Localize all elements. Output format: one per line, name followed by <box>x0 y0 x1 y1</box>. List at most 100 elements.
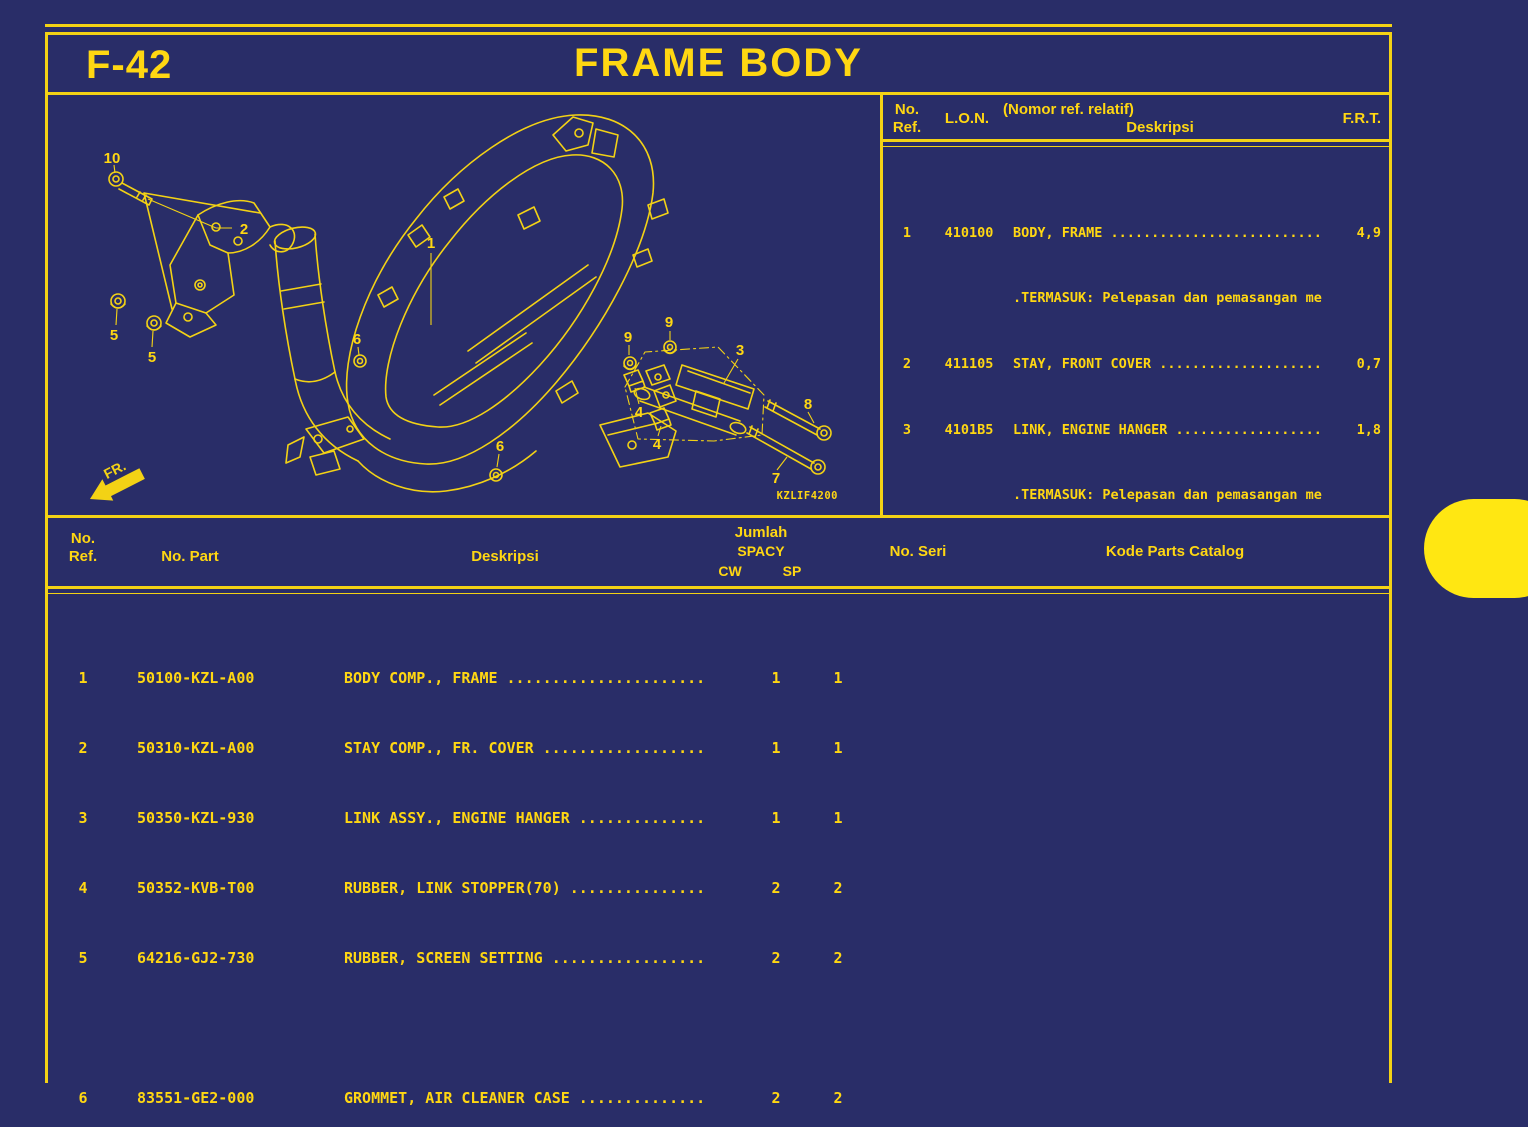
callout-8: 8 <box>804 396 812 413</box>
lon-frt-cell: 4,9 <box>1356 224 1381 241</box>
part-ref-cell: 5 <box>78 949 88 967</box>
lon-frt-cell <box>1323 290 1389 306</box>
lon-header-frt: F.R.T. <box>1342 110 1381 127</box>
grommet-6b <box>489 468 503 482</box>
parts-table-row <box>48 1020 1389 1038</box>
bolt-8 <box>764 399 832 441</box>
callout-4a: 4 <box>635 404 644 421</box>
callout-5b: 5 <box>148 349 156 366</box>
parts-table-row: 4 50352-KVB-T00 RUBBER, LINK STOPPER(70)… <box>48 879 1389 898</box>
part-number-cell <box>118 1020 317 1038</box>
lon-table-row: .TERMASUK: Pelepasan dan pemasangan mesi… <box>883 290 1389 306</box>
part-number-cell: 83551-GE2-000 <box>137 1089 255 1107</box>
dot-leader: .............. <box>578 1089 706 1107</box>
page-index-tab[interactable] <box>1424 499 1528 598</box>
rubber-4a <box>623 369 646 393</box>
part-desc-cell: RUBBER, SCREEN SETTING................. <box>344 949 706 967</box>
callout-6a: 6 <box>353 331 361 348</box>
lon-ref-cell <box>883 487 931 503</box>
lon-ref-cell <box>883 290 931 306</box>
pt-header-no-seri: No. Seri <box>889 543 947 560</box>
lon-table-rows: 1 410100 BODY, FRAME ...................… <box>883 147 1389 536</box>
frame-linework <box>108 114 832 493</box>
lon-code-cell <box>931 290 1007 306</box>
dot-leader: ................. <box>551 949 706 967</box>
lon-ref-cell: 1 <box>902 224 912 241</box>
part-ref-cell <box>48 1020 118 1038</box>
title-bar: F-42 FRAME BODY <box>48 35 1389 95</box>
part-sp-cell <box>816 1020 860 1038</box>
part-ref-cell: 6 <box>78 1089 88 1107</box>
part-cw-cell <box>754 1020 798 1038</box>
part-desc-cell: LINK ASSY., ENGINE HANGER.............. <box>344 809 706 827</box>
callout-4b: 4 <box>653 436 662 453</box>
lon-table-row: 1 410100 BODY, FRAME ...................… <box>883 225 1389 241</box>
part-number-cell: 64216-GJ2-730 <box>137 949 255 967</box>
part-desc-cell <box>317 1020 754 1038</box>
lon-code-cell: 4101B5 <box>944 421 994 438</box>
parts-table-row: 1 50100-KZL-A00 BODY COMP., FRAME.......… <box>48 669 1389 688</box>
callout-9b: 9 <box>665 314 673 331</box>
page-title: FRAME BODY <box>574 41 863 85</box>
lon-desc-cell: STAY, FRONT COVER ...................... <box>1013 355 1323 372</box>
page-code: F-42 <box>86 43 173 87</box>
part-cw-cell: 1 <box>771 669 781 687</box>
lon-header-rule <box>883 139 1389 147</box>
dot-leader: .............. <box>578 809 706 827</box>
part-number-cell: 50350-KZL-930 <box>137 809 255 827</box>
part-ref-cell: 2 <box>78 739 88 757</box>
parts-header-rule <box>48 586 1389 594</box>
dot-leader: ............... <box>569 879 706 897</box>
frame-outer-ring <box>345 114 655 465</box>
parts-table-rows: 1 50100-KZL-A00 BODY COMP., FRAME.......… <box>48 594 1389 1127</box>
catalog-frame: F-42 FRAME BODY <box>45 32 1392 1107</box>
exploded-diagram: 10 2 5 5 1 6 6 9 9 3 4 4 8 7 <box>48 95 880 515</box>
lon-header: No. Ref. L.O.N. (Nomor ref. relatif) Des… <box>883 95 1389 139</box>
pt-header-jumlah: Jumlah <box>734 524 788 541</box>
lon-frt-cell: 0,7 <box>1356 355 1381 372</box>
rubber-4b <box>649 407 672 431</box>
dot-leader: .................. <box>542 739 706 757</box>
lon-desc-cell: .TERMASUK: Pelepasan dan pemasangan mesi… <box>1013 290 1323 307</box>
lon-ref-cell: 3 <box>902 421 912 438</box>
part-desc-cell: GROMMET, AIR CLEANER CASE.............. <box>344 1089 706 1107</box>
parts-table-row: 2 50310-KZL-A00 STAY COMP., FR. COVER...… <box>48 739 1389 758</box>
parts-table-row: 6 83551-GE2-000 GROMMET, AIR CLEANER CAS… <box>48 1089 1389 1108</box>
callout-10: 10 <box>104 150 121 167</box>
callout-1: 1 <box>427 235 435 252</box>
lon-code-cell: 410100 <box>944 224 994 241</box>
part-ref-cell: 3 <box>78 809 88 827</box>
part-number-cell: 50310-KZL-A00 <box>137 739 255 757</box>
lon-table-row: .TERMASUK: Pelepasan dan pemasangan mesi… <box>883 487 1389 503</box>
lon-frt-cell: 1,8 <box>1356 421 1381 438</box>
part-ref-cell: 1 <box>78 669 88 687</box>
lon-table-row: 2 411105 STAY, FRONT COVER .............… <box>883 356 1389 372</box>
lon-header-nomor-note: (Nomor ref. relatif) <box>1003 101 1134 118</box>
lon-ref-cell: 2 <box>902 355 912 372</box>
part-sp-cell: 2 <box>833 949 843 967</box>
frame-inner-ring <box>384 154 624 428</box>
rubber-5a <box>110 293 126 309</box>
callout-5a: 5 <box>110 327 118 344</box>
dot-leader: ...................... <box>506 669 706 687</box>
lon-header-deskripsi: (Nomor ref. relatif) Deskripsi <box>1003 101 1317 137</box>
grommet-6a <box>353 354 367 368</box>
lon-table-row: 3 4101B5 LINK, ENGINE HANGER ...........… <box>883 422 1389 438</box>
part-number-cell: 50352-KVB-T00 <box>137 879 255 897</box>
nut-9b <box>663 340 677 355</box>
lon-code-cell: 411105 <box>944 355 994 372</box>
pt-header-deskripsi: Deskripsi <box>471 548 539 565</box>
diagram-code: KZLIF4200 <box>777 490 838 502</box>
part-desc-cell: BODY COMP., FRAME...................... <box>344 669 706 687</box>
callout-2: 2 <box>240 221 248 238</box>
pt-header-no-ref: No. Ref. <box>68 530 98 565</box>
bolt-10 <box>108 171 153 206</box>
lon-header-lon: L.O.N. <box>944 110 990 127</box>
pt-header-kode: Kode Parts Catalog <box>1105 543 1245 560</box>
parts-table-header: No. Ref. No. Part Deskripsi Jumlah SPACY… <box>48 518 1389 586</box>
part-cw-cell: 2 <box>771 949 781 967</box>
callout-7: 7 <box>772 470 780 487</box>
part-ref-cell: 4 <box>78 879 88 897</box>
pt-header-cw: CW <box>718 563 742 579</box>
part-cw-cell: 1 <box>771 739 781 757</box>
